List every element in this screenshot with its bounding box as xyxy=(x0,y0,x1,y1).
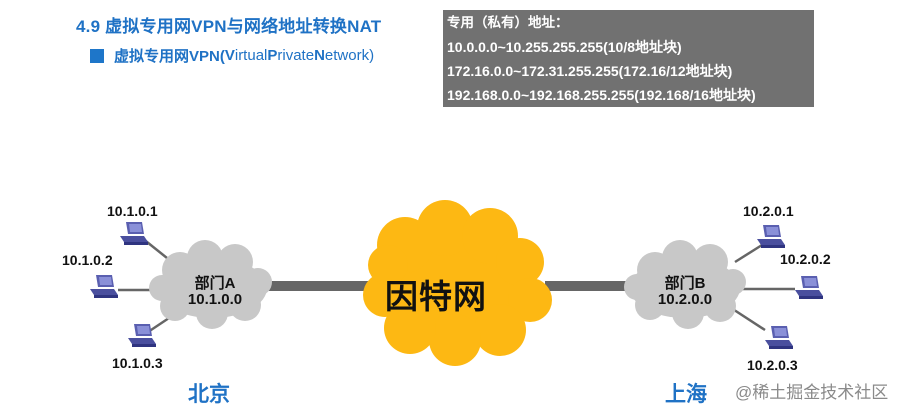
cloud-dept-a xyxy=(149,240,272,329)
pc-icon xyxy=(120,222,148,245)
host-label: 10.2.0.1 xyxy=(743,203,794,219)
dept-a-label: 部门A 10.1.0.0 xyxy=(187,275,243,308)
host-label: 10.1.0.3 xyxy=(112,355,163,371)
city-beijing: 北京 xyxy=(188,383,230,406)
cloud-internet xyxy=(363,200,552,366)
link-b-internet xyxy=(545,281,645,291)
internet-label: 因特网 xyxy=(385,278,487,315)
square-bullet-icon xyxy=(90,48,104,63)
private-address-heading: 专用（私有）地址： xyxy=(447,15,569,30)
slide-title: 4.9 虚拟专用网VPN与网络地址转换NAT xyxy=(76,17,382,36)
address-range: 172.16.0.0~172.31.255.255(172.16/12地址块) xyxy=(447,63,733,79)
subtitle-cn: 虚拟专用网VPN( xyxy=(114,48,225,65)
pc-icon xyxy=(795,276,823,299)
dept-b-label: 部门B 10.2.0.0 xyxy=(657,275,713,308)
watermark: @稀土掘金技术社区 xyxy=(735,383,889,402)
host-label: 10.2.0.3 xyxy=(747,357,798,373)
address-range: 192.168.0.0~192.168.255.255(192.168/16地址… xyxy=(447,87,756,103)
pc-icon xyxy=(90,275,118,298)
pc-icon xyxy=(757,225,785,248)
private-address-box: 专用（私有）地址： 10.0.0.0~10.255.255.255(10/8地址… xyxy=(443,10,814,107)
city-shanghai: 上海 xyxy=(665,383,707,406)
host-label: 10.1.0.1 xyxy=(107,203,158,219)
cloud-dept-b xyxy=(624,240,746,329)
pc-icon xyxy=(128,324,156,347)
pc-icon xyxy=(765,326,793,349)
host-label: 10.1.0.2 xyxy=(62,252,113,268)
host-label: 10.2.0.2 xyxy=(780,251,831,267)
link-a-internet xyxy=(262,281,372,291)
address-range: 10.0.0.0~10.255.255.255(10/8地址块) xyxy=(447,39,682,55)
